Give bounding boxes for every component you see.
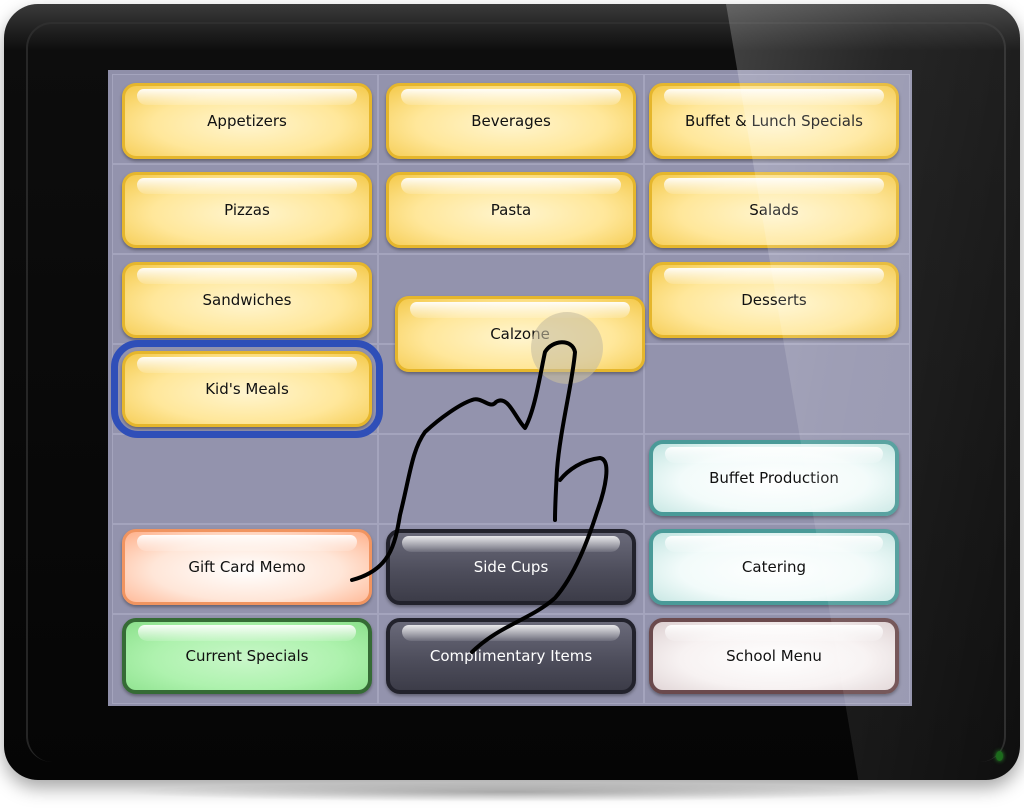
button-label: Sandwiches xyxy=(202,291,292,309)
power-led-icon xyxy=(996,751,1003,761)
buffet-production-button[interactable]: Buffet Production xyxy=(649,440,899,516)
calzone-button[interactable]: Calzone xyxy=(395,296,645,372)
button-label: Pasta xyxy=(490,201,532,219)
beverages-button[interactable]: Beverages xyxy=(386,83,636,159)
pasta-button[interactable]: Pasta xyxy=(386,172,636,248)
button-label: Buffet & Lunch Specials xyxy=(685,112,863,130)
side-cups-button[interactable]: Side Cups xyxy=(386,529,636,605)
device-shadow xyxy=(120,782,900,802)
button-label: Calzone xyxy=(490,325,550,343)
button-label: Appetizers xyxy=(207,112,287,130)
button-label: Complimentary Items xyxy=(429,647,593,665)
grid-cell xyxy=(378,434,644,524)
button-label: Catering xyxy=(741,558,807,576)
button-label: Current Specials xyxy=(185,647,309,665)
pos-screen: Appetizers Beverages Buffet & Lunch Spec… xyxy=(108,70,912,706)
appetizers-button[interactable]: Appetizers xyxy=(122,83,372,159)
kids-meals-button[interactable]: Kid's Meals xyxy=(111,340,383,438)
school-menu-button[interactable]: School Menu xyxy=(649,618,899,694)
button-label: School Menu xyxy=(726,647,822,665)
salads-button[interactable]: Salads xyxy=(649,172,899,248)
gift-card-memo-button[interactable]: Gift Card Memo xyxy=(122,529,372,605)
grid-cell xyxy=(644,344,910,434)
button-label: Desserts xyxy=(741,291,807,309)
button-label: Gift Card Memo xyxy=(188,558,306,576)
button-label: Pizzas xyxy=(224,201,270,219)
grid-cell xyxy=(112,434,378,524)
bezel-rim xyxy=(26,22,1006,762)
button-label: Buffet Production xyxy=(709,469,839,487)
button-label: Side Cups xyxy=(473,558,549,576)
buffet-lunch-specials-button[interactable]: Buffet & Lunch Specials xyxy=(649,83,899,159)
button-label: Beverages xyxy=(471,112,551,130)
desserts-button[interactable]: Desserts xyxy=(649,262,899,338)
sandwiches-button[interactable]: Sandwiches xyxy=(122,262,372,338)
current-specials-button[interactable]: Current Specials xyxy=(122,618,372,694)
button-label: Kid's Meals xyxy=(205,380,289,398)
complimentary-items-button[interactable]: Complimentary Items xyxy=(386,618,636,694)
pizzas-button[interactable]: Pizzas xyxy=(122,172,372,248)
catering-button[interactable]: Catering xyxy=(649,529,899,605)
button-label: Salads xyxy=(749,201,799,219)
